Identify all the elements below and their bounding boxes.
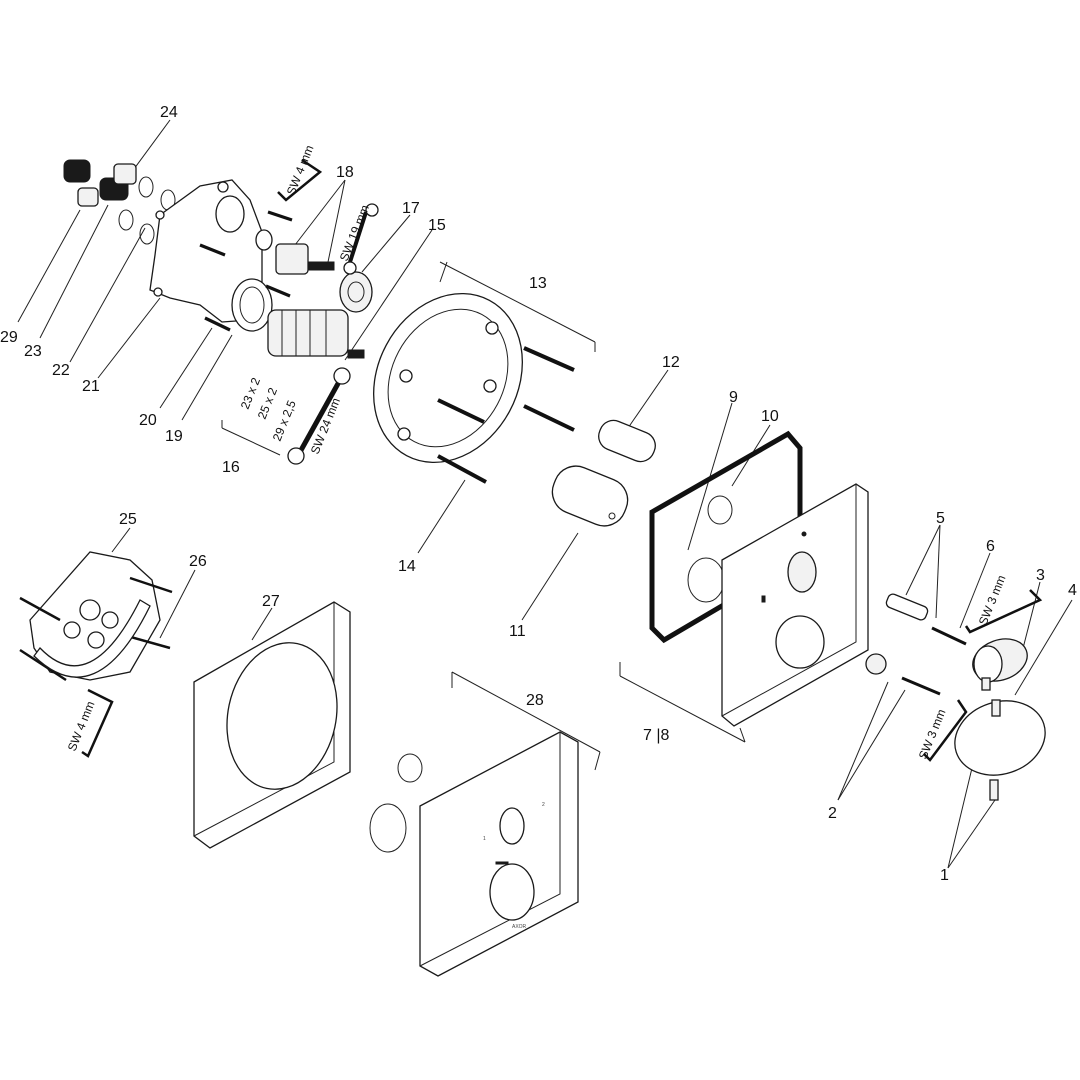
callout-numbers: 1 2 3 4 5 6 7 |8 9 10 11 12 13 14 15 16 … <box>0 104 1077 884</box>
callout-10: 10 <box>761 408 779 425</box>
callout-22: 22 <box>52 362 70 379</box>
callout-21: 21 <box>82 378 100 395</box>
nut-17 <box>339 271 373 313</box>
callout-15: 15 <box>428 217 446 234</box>
extension-sleeve-11 <box>551 465 629 527</box>
plate-brand: AXOR <box>512 924 527 930</box>
callout-17: 17 <box>402 200 420 217</box>
mounting-plate-13 <box>373 292 523 464</box>
callout-2: 2 <box>828 805 837 822</box>
plate-marking-1: 1 <box>483 836 486 842</box>
wrench-sw24 <box>287 367 351 465</box>
parts-top-middle <box>373 292 656 527</box>
callout-26: 26 <box>189 553 207 570</box>
tool-label-sw3-upper: SW 3 mm <box>976 573 1009 627</box>
callout-20: 20 <box>139 412 157 429</box>
callout-5: 5 <box>936 510 945 527</box>
parts-upper-left <box>63 158 379 465</box>
cover-plate-7-8 <box>721 483 869 727</box>
callout-16: 16 <box>222 459 240 476</box>
check-valve-24 <box>113 163 137 185</box>
cap-3 <box>972 638 1028 683</box>
callout-1: 1 <box>940 867 949 884</box>
screw-6 <box>931 626 967 646</box>
o-rings-28 <box>369 753 423 853</box>
plate-marking-2: 2 <box>542 802 545 808</box>
callout-23: 23 <box>24 343 42 360</box>
callout-13: 13 <box>529 275 547 292</box>
callout-27: 27 <box>262 593 280 610</box>
tool-label-sw3-lower: SW 3 mm <box>916 707 949 761</box>
parts-right <box>649 430 1046 801</box>
valve-body-21 <box>149 179 273 332</box>
ring-segment-26 <box>33 599 151 678</box>
callout-14: 14 <box>398 558 416 575</box>
callout-18: 18 <box>336 164 354 181</box>
screws-19-20 <box>199 210 293 332</box>
extension-sleeve-12 <box>598 419 656 463</box>
callout-11: 11 <box>509 623 526 640</box>
check-valve-29 <box>63 159 99 207</box>
stop-valve-18 <box>255 229 335 275</box>
hex-key-sw3-upper <box>964 589 1043 634</box>
parts-lower: 1 2 AXOR <box>19 551 579 977</box>
callout-19: 19 <box>165 428 183 445</box>
hex-key-sw4-left <box>81 688 114 758</box>
extension-pins-5 <box>885 593 929 621</box>
adapters-2 <box>865 653 941 696</box>
callout-7-8: 7 |8 <box>643 727 670 744</box>
trim-frame-27 <box>193 601 351 849</box>
callout-29: 29 <box>0 329 18 346</box>
callout-24: 24 <box>160 104 178 121</box>
hex-key-sw4-top <box>277 158 323 202</box>
callout-25: 25 <box>119 511 137 528</box>
seal-labels: 23 x 2 25 x 2 29 x 2,5 <box>238 375 299 443</box>
callout-12: 12 <box>662 354 680 371</box>
o-ring-10 <box>707 495 733 525</box>
screws-14 <box>437 346 575 484</box>
callout-9: 9 <box>729 389 738 406</box>
callout-28: 28 <box>526 692 544 709</box>
handle-4 <box>954 699 1046 776</box>
thermostat-cartridge-15 <box>267 309 365 359</box>
callout-4: 4 <box>1068 582 1077 599</box>
set-screws-1 <box>981 677 999 801</box>
trim-plate-28: 1 2 AXOR <box>419 731 579 977</box>
finish-set-25 <box>19 551 173 682</box>
callout-6: 6 <box>986 538 995 555</box>
wrench-sw19 <box>343 203 379 275</box>
callout-3: 3 <box>1036 567 1045 584</box>
hex-key-sw3-lower <box>923 699 968 762</box>
